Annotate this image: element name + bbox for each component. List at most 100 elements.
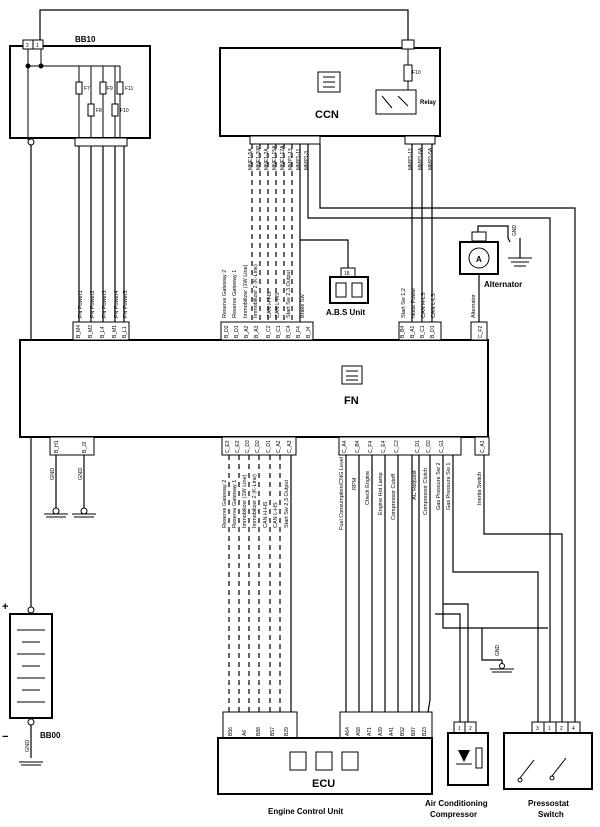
signal-label: GND bbox=[78, 468, 84, 480]
fn-pin: C_A3 bbox=[287, 440, 293, 453]
signal-label: CAN H-HS bbox=[267, 291, 273, 318]
fn-bottom-pins bbox=[49, 436, 490, 456]
fn-pin: C_E2 bbox=[235, 440, 241, 453]
ecu-full-label: Engine Control Unit bbox=[268, 807, 343, 816]
ccn-pin: MMP1-13 bbox=[288, 148, 294, 170]
fuse-f9-icon bbox=[99, 81, 107, 95]
signal-label: FN Power5 bbox=[123, 290, 129, 318]
ac-compressor: 1 2 bbox=[447, 721, 489, 786]
ecu-pin: B29 bbox=[284, 727, 290, 736]
ecu-pin: A6 bbox=[242, 730, 248, 736]
signal-label: Reserve Gateway 2 bbox=[222, 270, 228, 318]
ecu-pin: B56 bbox=[228, 727, 234, 736]
fn-pin: C_B4 bbox=[355, 440, 361, 453]
fn-pin: C_E3 bbox=[225, 440, 231, 453]
bb10-pin-2: 2 bbox=[26, 43, 29, 49]
alternator-symbol: A bbox=[476, 255, 482, 264]
signal-label: CAN L-HS bbox=[275, 292, 281, 318]
fn-pin: B_C1 bbox=[420, 325, 426, 338]
fuse-f11-icon bbox=[116, 81, 124, 95]
ccn-pin: MMP1-11 bbox=[296, 148, 302, 170]
fn-pin: C_D3 bbox=[245, 440, 251, 453]
ccn-pin: MMP1-5A bbox=[428, 147, 434, 170]
fn-ground-wires bbox=[44, 455, 96, 518]
fn-pin: B_M4 bbox=[76, 325, 82, 338]
fn-pin: B_J4 bbox=[306, 326, 312, 338]
fn-pin: B_D1 bbox=[430, 325, 436, 338]
signal-label: Reserve Gateway 2 bbox=[222, 480, 228, 528]
fn-top-pins bbox=[72, 321, 488, 341]
signal-label: Compressor Clutch bbox=[423, 468, 429, 515]
gnd-label: GND bbox=[25, 740, 31, 752]
signal-label: AC Request bbox=[412, 470, 418, 500]
fn-pin: B_H1 bbox=[54, 440, 60, 453]
ecu-pin: A39 bbox=[378, 727, 384, 736]
ccn-pin: MMP1-6A bbox=[418, 147, 424, 170]
abs-unit: 18 A.B.S Unit bbox=[326, 267, 369, 317]
signal-label: Node Power bbox=[411, 288, 417, 318]
abs-module-icon bbox=[351, 282, 363, 298]
gnd-label: GND bbox=[512, 225, 518, 237]
relay-icon bbox=[375, 89, 417, 115]
fuse-label: F10 bbox=[120, 108, 129, 114]
fuse-label: F11 bbox=[125, 86, 133, 92]
fuse-f7-icon bbox=[75, 81, 83, 95]
alternator: A Alternator GND bbox=[459, 225, 532, 322]
signal-label: FN Power1 bbox=[78, 290, 84, 318]
signal-label: Inertia Switch bbox=[477, 472, 483, 505]
signal-label: Engine Hot Lamp bbox=[378, 473, 384, 516]
pressostat-pin: 4 bbox=[572, 726, 575, 732]
ecu-pin: B88 bbox=[256, 727, 262, 736]
alternator-icon bbox=[468, 247, 490, 269]
fn-pin: B_C1 bbox=[276, 325, 282, 338]
ccn-pin: MNE1-12A bbox=[280, 145, 286, 170]
ccn-fuse-label: F10 bbox=[412, 70, 421, 76]
fn-pin: C_D2 bbox=[255, 440, 261, 453]
fuse-label: F9 bbox=[107, 86, 113, 92]
battery-label: BB00 bbox=[40, 731, 61, 740]
signal-label: Start Sw 2,3 Output bbox=[284, 480, 290, 528]
signal-label: GND bbox=[50, 468, 56, 480]
fn-pin: C_A2 bbox=[276, 440, 282, 453]
pressostat-pin: 1 bbox=[548, 726, 551, 732]
fn-pin: C_D1 bbox=[415, 440, 421, 453]
ccn-pin: MMP1-13 bbox=[408, 148, 414, 170]
ccn-pin: MNE1-20P bbox=[256, 145, 262, 170]
fn-pin: C_D2 bbox=[426, 440, 432, 453]
fn-pin: C_F2 bbox=[478, 326, 484, 338]
fn-pin: B_C4 bbox=[286, 325, 292, 338]
switch-contact-icon bbox=[551, 757, 567, 777]
battery-minus: − bbox=[2, 731, 8, 743]
signal-label: FN Power3 bbox=[102, 290, 108, 318]
battery-plus: + bbox=[2, 601, 8, 613]
signal-label: Reserve Gateway 1 bbox=[232, 270, 238, 318]
fn-label: FN bbox=[344, 395, 359, 407]
signal-label: FN Power4 bbox=[114, 290, 120, 318]
fn-pin: B_J2 bbox=[82, 441, 88, 453]
signal-label: Start Sw 2,3 Output bbox=[286, 270, 292, 318]
signal-label: FN Power2 bbox=[90, 290, 96, 318]
diode-icon bbox=[458, 750, 470, 762]
pressostat-label-1: Pressostat bbox=[528, 799, 569, 808]
switch-contact-icon bbox=[519, 759, 535, 779]
ac-label-1: Air Conditioning bbox=[425, 799, 488, 808]
relay-label: Relay bbox=[420, 100, 437, 106]
fn-pin: B_B4 bbox=[400, 326, 406, 338]
alternator-label: Alternator bbox=[484, 280, 522, 289]
fn-pin: C_G1 bbox=[439, 440, 445, 453]
ecu-box: ECU bbox=[217, 711, 433, 795]
signal-label: Fuel Consumption/CNG Level bbox=[339, 457, 345, 530]
signal-label: Compressor Cutoff bbox=[391, 473, 397, 520]
ecu-pin: A64 bbox=[345, 727, 351, 736]
chip-icon bbox=[341, 751, 359, 771]
signal-label: Immobilizer (1W Line) bbox=[242, 474, 248, 528]
ac-pin: 1 bbox=[458, 726, 461, 732]
fn-pin: B_F4 bbox=[296, 326, 302, 338]
power-icon bbox=[289, 751, 307, 771]
signal-label: RPM bbox=[352, 477, 358, 490]
fn-pin: C_F4 bbox=[368, 441, 374, 453]
fn-pin: B_M1 bbox=[112, 325, 118, 338]
signal-label: Reserve Gateway 1 bbox=[232, 480, 238, 528]
signal-label: Brake Sw bbox=[300, 294, 306, 318]
